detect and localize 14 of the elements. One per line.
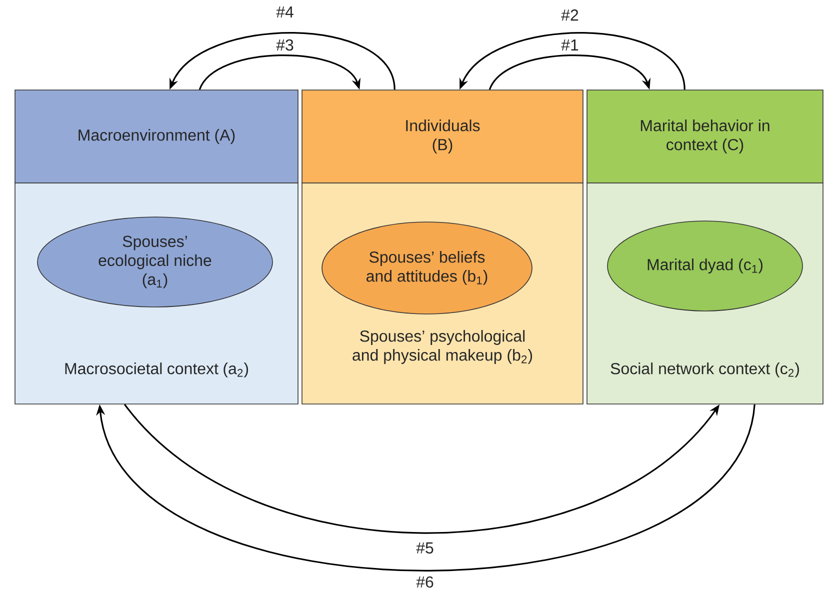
edge-label: #3 [274, 38, 296, 52]
header-box: Marital behavior in context (C) [586, 90, 824, 184]
curved-arrow [96, 404, 756, 572]
header-box: Macroenvironment (A) [14, 90, 298, 184]
edge-label: #2 [560, 8, 580, 22]
edge-label: #5 [414, 540, 436, 556]
curved-arrow [488, 54, 650, 90]
curved-arrow [170, 32, 396, 90]
edge-label: #6 [414, 574, 436, 590]
header-box: Individuals (B) [302, 90, 584, 184]
curved-arrow [460, 32, 686, 90]
edge-label: #4 [274, 4, 296, 19]
curved-arrow [198, 54, 361, 90]
edge-label: #1 [560, 38, 580, 52]
